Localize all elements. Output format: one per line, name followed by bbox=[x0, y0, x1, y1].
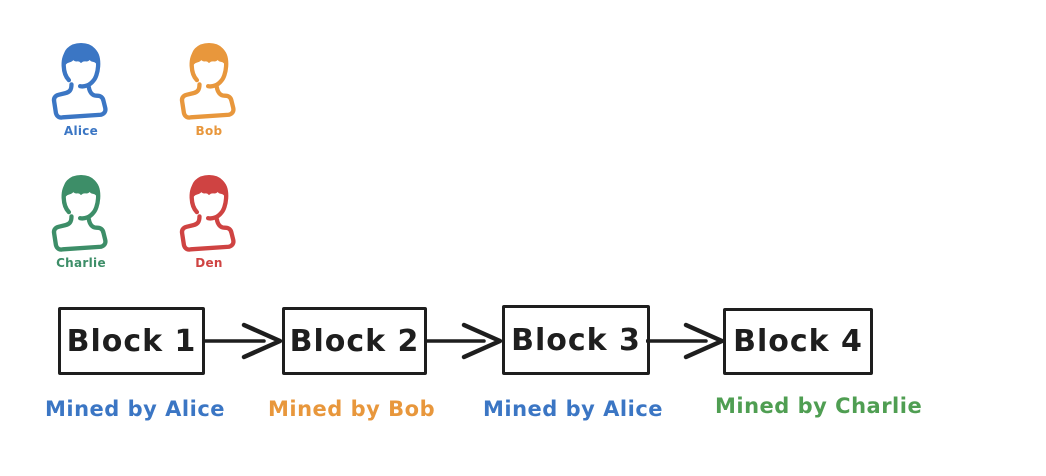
right-arrow-icon bbox=[646, 322, 726, 360]
person-bob: Bob bbox=[176, 40, 242, 138]
person-alice: Alice bbox=[48, 40, 114, 138]
person-bust-icon bbox=[49, 172, 113, 254]
block-label: Block 3 bbox=[511, 322, 641, 358]
person-name: Alice bbox=[63, 124, 99, 138]
person-bust-icon bbox=[49, 40, 113, 122]
block-4: Block 4 bbox=[723, 308, 873, 375]
block-label: Block 4 bbox=[733, 324, 863, 359]
block-3: Block 3 bbox=[502, 305, 650, 375]
mined-by-label-block-3: Mined by Alice bbox=[483, 397, 664, 421]
person-den: Den bbox=[176, 172, 242, 270]
mined-by-label-block-1: Mined by Alice bbox=[45, 397, 226, 421]
person-bust-icon bbox=[177, 172, 241, 254]
person-name: Den bbox=[195, 256, 223, 270]
block-label: Block 1 bbox=[66, 323, 197, 359]
block-2: Block 2 bbox=[282, 307, 427, 375]
person-charlie: Charlie bbox=[48, 172, 114, 270]
person-name: Charlie bbox=[56, 256, 106, 270]
right-arrow-icon bbox=[424, 322, 504, 360]
person-name: Bob bbox=[195, 124, 223, 138]
person-bust-icon bbox=[177, 40, 241, 122]
mined-by-label-block-4: Mined by Charlie bbox=[715, 394, 923, 418]
mined-by-label-block-2: Mined by Bob bbox=[268, 397, 436, 421]
block-1: Block 1 bbox=[58, 307, 205, 375]
block-label: Block 2 bbox=[289, 323, 420, 359]
right-arrow-icon bbox=[204, 322, 284, 360]
